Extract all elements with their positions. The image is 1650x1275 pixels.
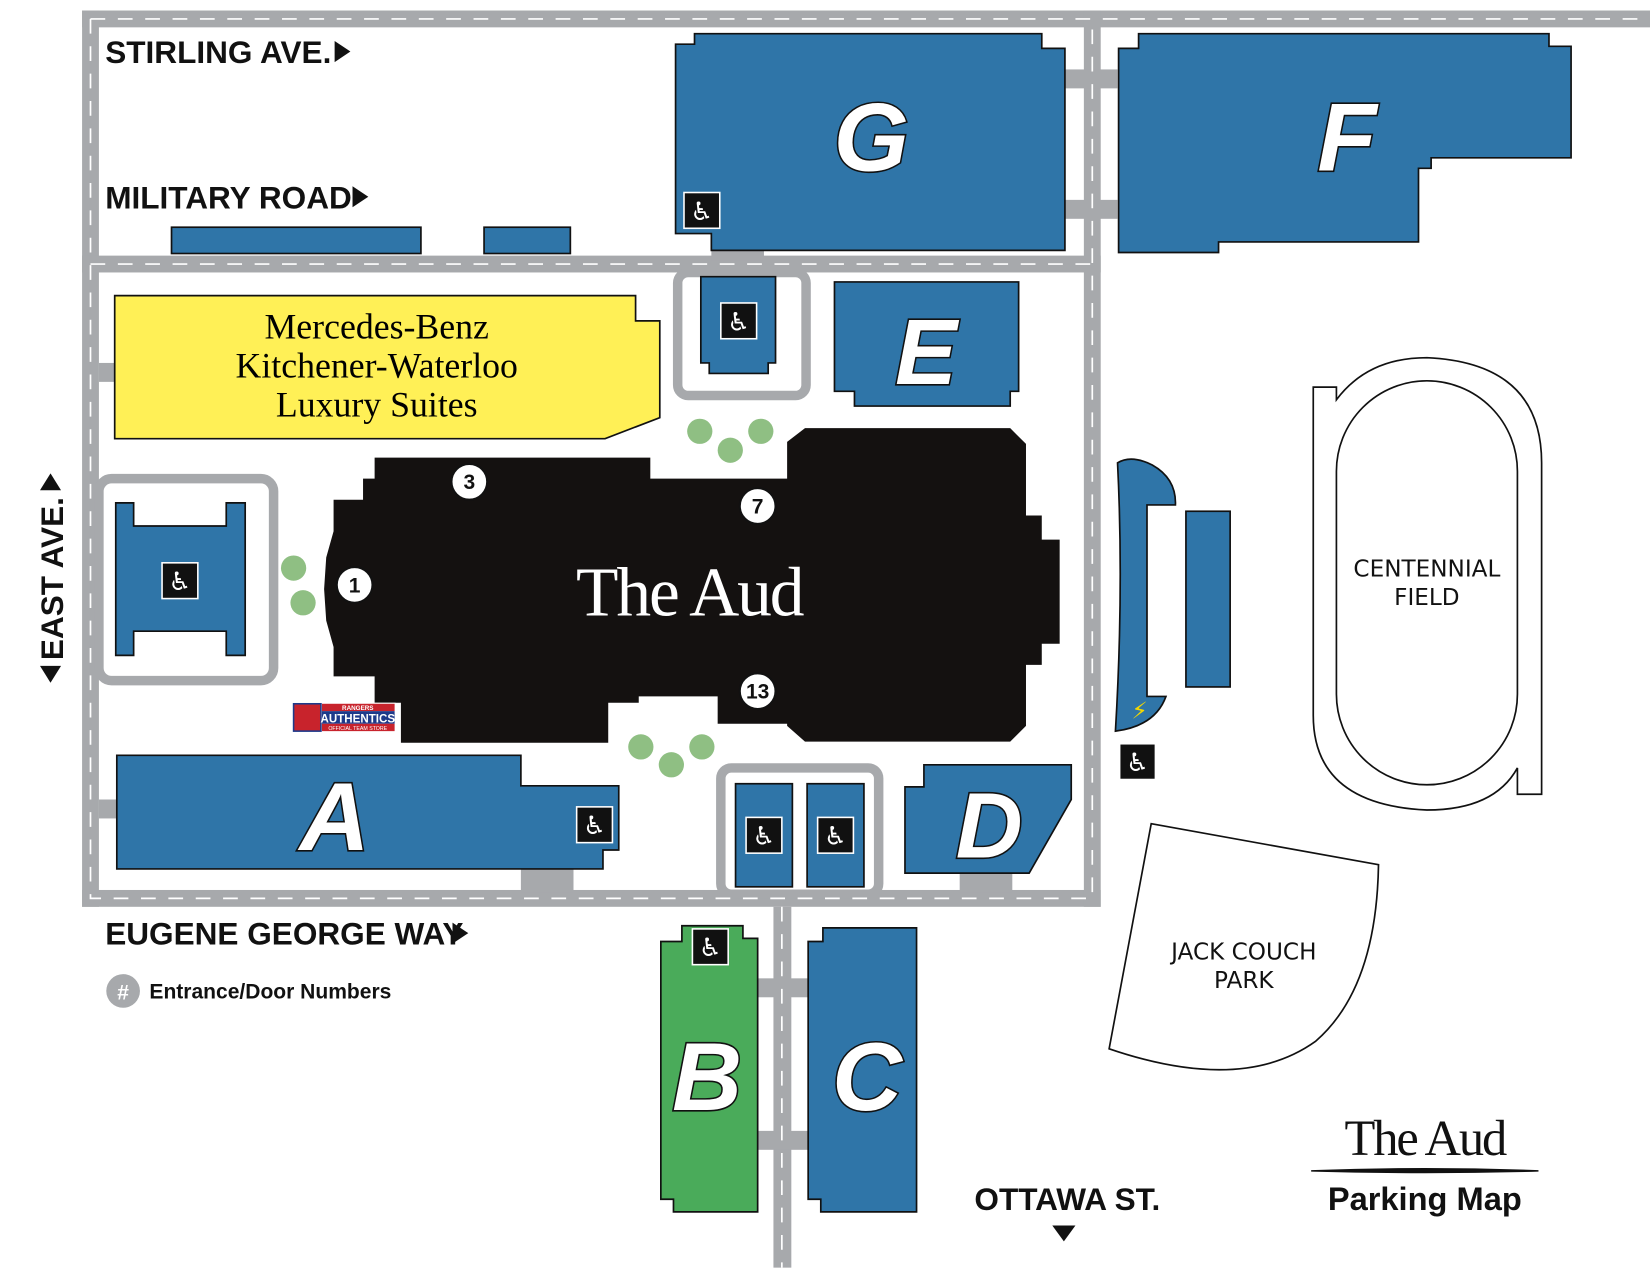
- svg-text:♿: ♿: [727, 307, 750, 336]
- svg-text:13: 13: [746, 681, 769, 704]
- lot-g[interactable]: G: [674, 32, 1066, 252]
- legend: # Entrance/Door Numbers: [106, 974, 391, 1008]
- lot-c-label: C: [832, 1022, 904, 1131]
- lot-military-road-2[interactable]: [483, 226, 572, 255]
- the-aud-arena: The Aud: [324, 428, 1060, 743]
- svg-text:1: 1: [349, 574, 361, 597]
- svg-text:♿: ♿: [753, 822, 776, 851]
- door-3: 3: [450, 462, 489, 501]
- lot-a-label: A: [298, 762, 370, 871]
- arrow-right-icon: [352, 186, 369, 208]
- suites-label-line1: Mercedes-Benz: [264, 307, 488, 347]
- accessible-parking-icon: ♿: [816, 816, 855, 854]
- accessible-parking-icon: ♿: [1118, 742, 1157, 781]
- centennial-field: CENTENNIAL FIELD: [1312, 356, 1543, 811]
- field-label-line2: FIELD: [1394, 585, 1459, 611]
- title-logo: The Aud: [1344, 1110, 1506, 1166]
- field-label-line1: CENTENNIAL: [1353, 556, 1500, 582]
- trees: [280, 418, 774, 778]
- svg-text:#: #: [117, 981, 129, 1004]
- door-13: 13: [738, 672, 777, 711]
- svg-text:3: 3: [463, 471, 475, 494]
- jack-couch-park: JACK COUCH PARK: [1108, 822, 1380, 1071]
- park-label-line2: PARK: [1214, 968, 1274, 994]
- lot-b[interactable]: B: [660, 924, 759, 1213]
- street-ottawa-st: OTTAWA ST.: [974, 1181, 1160, 1217]
- street-east-ave: EAST AVE.: [34, 497, 70, 660]
- lot-d-label: D: [956, 773, 1023, 877]
- arrow-right-icon: [334, 41, 351, 63]
- suites-label-line2: Kitchener-Waterloo: [236, 346, 518, 386]
- svg-text:AUTHENTICS: AUTHENTICS: [321, 714, 396, 726]
- street-stirling-ave: STIRLING AVE.: [105, 34, 331, 70]
- svg-text:♿: ♿: [699, 933, 722, 962]
- lot-e-label: E: [895, 300, 960, 404]
- svg-text:♿: ♿: [1126, 748, 1149, 777]
- accessible-parking-icon: ♿: [720, 302, 758, 340]
- accessible-parking-icon: ♿: [161, 562, 199, 600]
- lot-f[interactable]: F: [1117, 32, 1572, 254]
- park-label-line1: JACK COUCH: [1169, 939, 1316, 965]
- map-title: The Aud Parking Map: [1311, 1110, 1539, 1217]
- svg-text:♿: ♿: [169, 567, 192, 596]
- svg-text:OFFICIAL TEAM STORE: OFFICIAL TEAM STORE: [328, 726, 387, 732]
- svg-text:7: 7: [752, 495, 764, 518]
- arrow-down-icon: [1052, 1225, 1076, 1242]
- roads: [82, 10, 1650, 1268]
- suites-label-line3: Luxury Suites: [276, 385, 478, 425]
- lot-d[interactable]: D: [904, 763, 1073, 879]
- svg-text:♿: ♿: [583, 811, 606, 840]
- arrow-up-icon: [39, 473, 62, 491]
- accessible-parking-icon: ♿: [691, 928, 729, 966]
- lot-e[interactable]: E: [833, 281, 1020, 407]
- luxury-suites-building: Mercedes-Benz Kitchener-Waterloo Luxury …: [113, 294, 661, 440]
- lot-c[interactable]: C: [807, 927, 918, 1213]
- accessible-parking-icon: ♿: [575, 806, 614, 844]
- lot-ev-curved[interactable]: ⚡: [1114, 458, 1177, 733]
- lot-f-label: F: [1317, 82, 1379, 191]
- arrow-right-icon: [452, 922, 469, 944]
- rangers-authentics-store-logo: RANGERS AUTHENTICS OFFICIAL TEAM STORE: [292, 702, 396, 733]
- lot-g-label: G: [834, 82, 909, 191]
- lot-military-road-1[interactable]: [170, 226, 422, 255]
- street-eugene-george-way: EUGENE GEORGE WAY: [105, 916, 463, 952]
- street-military-road: MILITARY ROAD: [105, 179, 352, 215]
- accessible-parking-icon: ♿: [745, 816, 783, 854]
- svg-text:♿: ♿: [824, 822, 847, 851]
- door-number-legend-icon: [106, 974, 140, 1008]
- svg-text:♿: ♿: [691, 197, 714, 226]
- lot-east-strip[interactable]: [1185, 510, 1231, 688]
- ev-charging-icon: ⚡: [1132, 699, 1148, 725]
- lot-b-label: B: [672, 1022, 742, 1131]
- svg-text:RANGERS: RANGERS: [342, 705, 374, 712]
- legend-label: Entrance/Door Numbers: [149, 980, 391, 1003]
- accessible-parking-icon: ♿: [683, 191, 721, 230]
- door-7: 7: [738, 487, 777, 525]
- door-1: 1: [335, 565, 374, 604]
- arena-label: The Aud: [576, 554, 804, 631]
- title-subtitle: Parking Map: [1328, 1180, 1522, 1217]
- lot-a[interactable]: A: [115, 754, 620, 873]
- arrow-down-icon: [39, 665, 62, 683]
